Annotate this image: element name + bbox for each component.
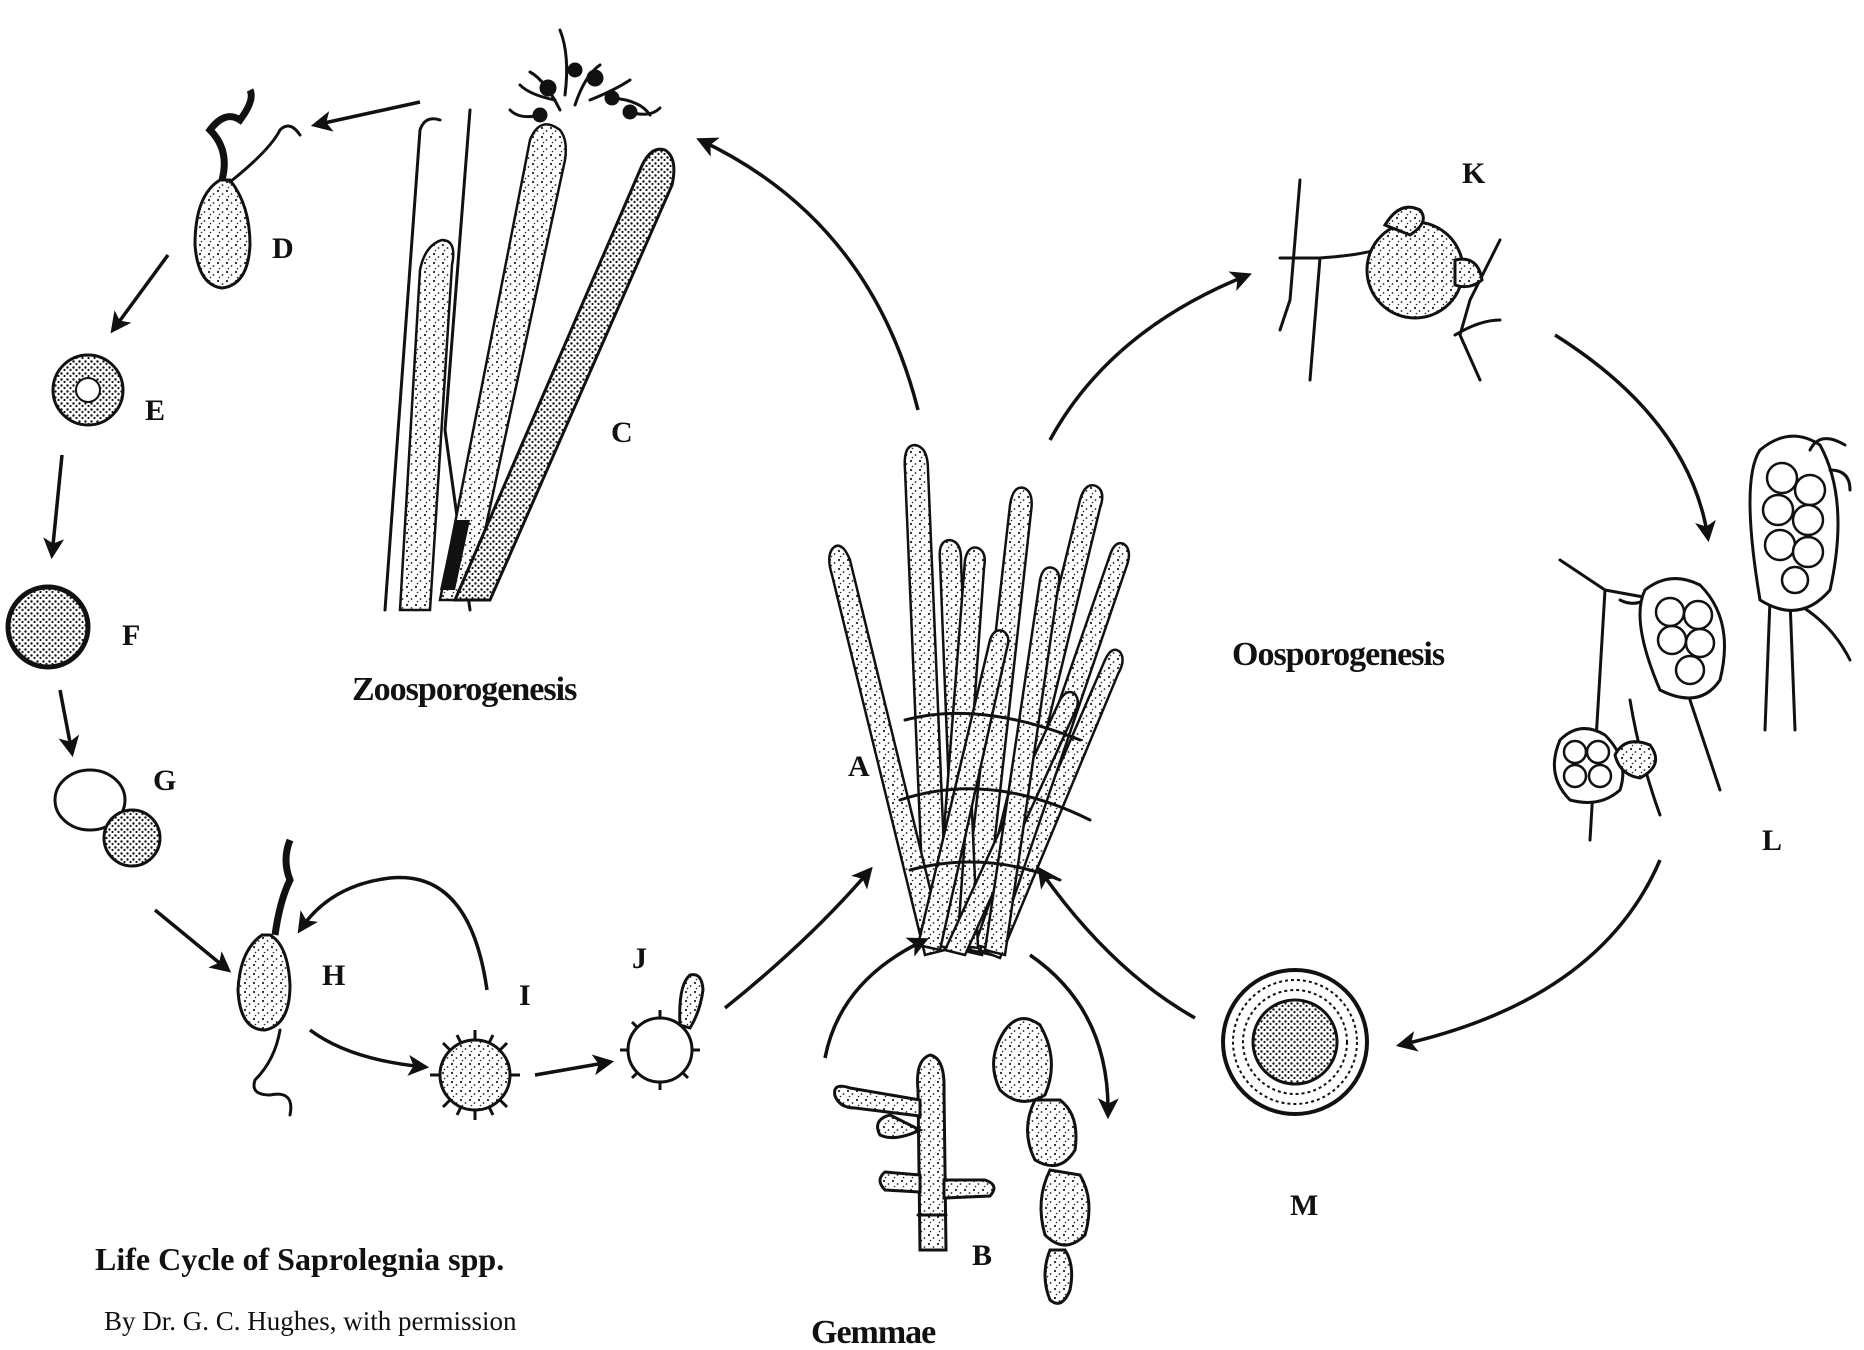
arrow-m-to-a (1040, 870, 1195, 1018)
arrow-j-to-a (725, 870, 870, 1008)
arrow-d-to-e (113, 255, 168, 330)
stage-b-gemmae-drawing (835, 1019, 1089, 1304)
stage-label-f: F (122, 619, 140, 652)
stage-c-sporangia-drawing (385, 30, 674, 610)
stage-l-oogonia-drawing (1554, 436, 1850, 840)
diagram-credit: By Dr. G. C. Hughes, with permission (104, 1306, 517, 1336)
arrow-e-to-f (52, 455, 62, 555)
arrow-h-to-i (310, 1030, 425, 1067)
stage-i-cyst-drawing (430, 1030, 520, 1120)
stage-a-mycelium-drawing (829, 445, 1129, 958)
arrow-f-to-g (60, 690, 72, 753)
stage-label-h: H (322, 959, 345, 992)
stage-label-d: D (272, 232, 294, 265)
section-label-zoosporogenesis: Zoosporogenesis (352, 671, 577, 708)
arrow-a-to-k (1050, 275, 1248, 440)
stage-label-j: J (632, 942, 647, 975)
stage-label-l: L (1762, 824, 1782, 857)
stage-e-cyst-drawing (53, 355, 123, 425)
diagram-title: Life Cycle of Saprolegnia spp. (95, 1241, 504, 1277)
arrow-gemmae-to-a (825, 940, 925, 1058)
stage-label-m: M (1290, 1189, 1318, 1222)
stage-h-zoospore-drawing (238, 840, 291, 1115)
stage-k-oogonium-drawing (1280, 180, 1500, 380)
stage-g-discharge-drawing (55, 770, 160, 866)
stage-f-cyst-drawing (8, 587, 88, 667)
stage-m-oospore-drawing (1223, 970, 1367, 1114)
section-label-gemmae: Gemmae (811, 1314, 936, 1350)
stage-label-k: K (1462, 157, 1486, 190)
arrow-k-to-l (1555, 335, 1708, 538)
arrow-a-to-c (700, 140, 918, 410)
stage-label-a: A (848, 750, 870, 783)
arrow-i-to-j (535, 1062, 610, 1075)
section-label-oosporogenesis: Oosporogenesis (1232, 636, 1445, 673)
arrow-c-to-d (315, 102, 420, 125)
stage-label-g: G (153, 764, 176, 797)
arrow-l-to-m (1400, 860, 1660, 1045)
stage-label-i: I (519, 979, 531, 1012)
stage-label-b: B (972, 1239, 992, 1272)
stage-j-germinating-cyst-drawing (620, 975, 703, 1090)
arrow-g-to-h (155, 910, 228, 970)
stage-label-e: E (145, 394, 165, 427)
stage-label-c: C (611, 416, 633, 449)
